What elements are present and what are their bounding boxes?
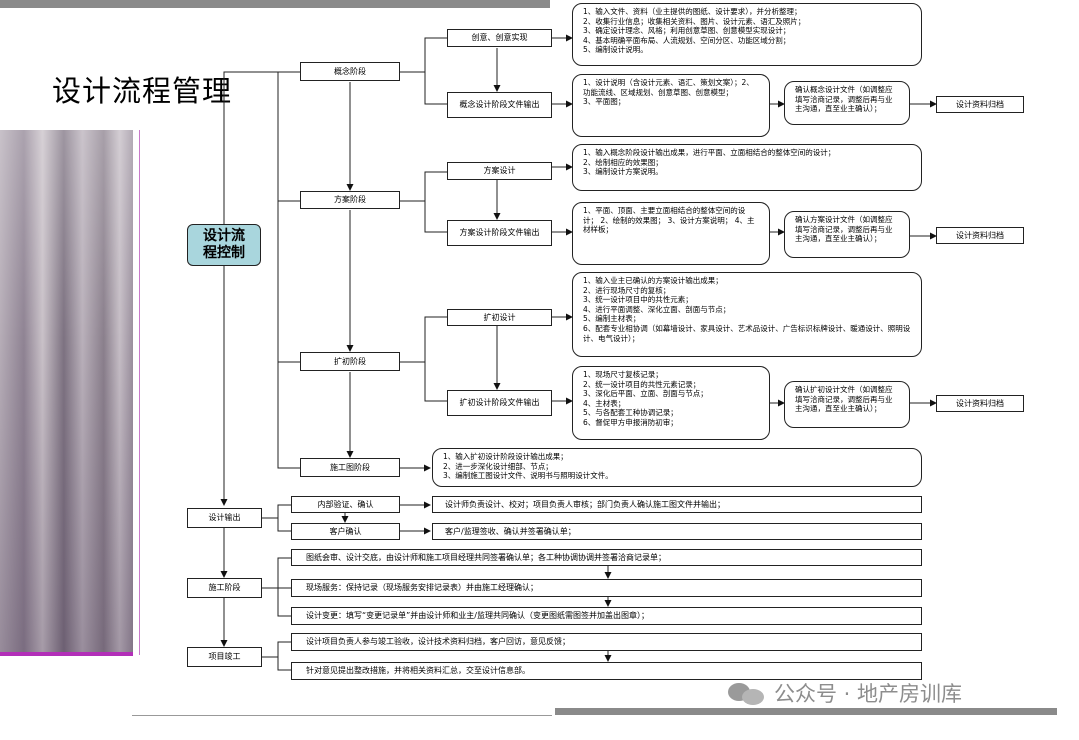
extended-archive-box: 设计资料归档 xyxy=(936,395,1024,412)
construction-item-1: 图纸会审、设计交底，由设计师和施工项目经理共同签署确认单；各工种协调协调并签署洽… xyxy=(291,549,922,566)
scheme-design-detail: 1、输入概念阶段设计输出成果，进行平面、立面相结合的整体空间的设计； 2、绘制相… xyxy=(572,144,922,191)
client-confirmation-step: 客户确认 xyxy=(291,523,400,540)
wechat-icon xyxy=(728,681,766,705)
purple-accent-bar xyxy=(0,652,133,656)
completion-item-2: 针对意见提出整改措施，并将相关资料汇总，交至设计信息部。 xyxy=(291,662,922,680)
stage-concept: 概念阶段 xyxy=(300,62,400,81)
internal-verification-detail: 设计师负责设计、校对；项目负责人审核；部门负责人确认施工图文件并输出； xyxy=(432,496,922,513)
construction-item-2: 现场服务：保持记录（现场服务安排记录表）并由施工经理确认； xyxy=(291,579,922,597)
top-gray-bar xyxy=(0,0,550,8)
scheme-design-step: 方案设计 xyxy=(447,162,552,180)
extended-design-step: 扩初设计 xyxy=(447,309,552,326)
accent-divider xyxy=(139,130,140,655)
stage-construction-drawings: 施工图阶段 xyxy=(300,458,400,477)
bottom-rule xyxy=(132,715,552,716)
extended-confirm-box: 确认扩初设计文件（如调整应填写洽商记录，调整后再与业主沟通，直至业主确认）； xyxy=(784,381,910,428)
completion-item-1: 设计项目负责人参与竣工验收，设计技术资料归档，客户回访，意见反馈； xyxy=(291,633,922,651)
construction-drawings-detail: 1、输入扩初设计阶段设计输出成果； 2、进一步深化设计细部、节点； 3、编制施工… xyxy=(432,448,922,487)
bottom-gray-bar xyxy=(555,708,1057,715)
stage-extended-preliminary: 扩初阶段 xyxy=(300,352,400,371)
extended-output-detail: 1、现场尺寸复核记录； 2、统一设计项目的共性元素记录； 3、深化后平面、立面、… xyxy=(572,366,770,440)
concept-creative-step: 创意、创意实现 xyxy=(447,29,552,47)
concept-output-detail: 1、设计说明（含设计元素、语汇、策划文案）；2、 功能流线、区域规划、创意草图、… xyxy=(572,74,770,137)
scheme-archive-box: 设计资料归档 xyxy=(936,227,1024,244)
extended-design-detail: 1、输入业主已确认的方案设计输出成果； 2、进行现场尺寸的复核； 3、统一设计项… xyxy=(572,272,922,357)
page-title: 设计流程管理 xyxy=(52,74,233,108)
concept-confirm-box: 确认概念设计文件（如调整应填写洽商记录，调整后再与业主沟通，直至业主确认）； xyxy=(784,81,910,125)
watermark: 公众号 · 地产房训库 xyxy=(728,678,962,708)
concept-creative-detail: 1、输入文件、资料（业主提供的图纸、设计要求），并分析整理； 2、收集行业信息；… xyxy=(572,3,922,66)
scheme-confirm-box: 确认方案设计文件（如调整应填写洽商记录，调整后再与业主沟通，直至业主确认）； xyxy=(784,211,910,258)
construction-item-3: 设计变更：填写“变更记录单”并由设计师和业主/监理共同确认（变更图纸需图签并加盖… xyxy=(291,607,922,625)
construction-stage-node: 施工阶段 xyxy=(187,578,262,598)
design-output-node: 设计输出 xyxy=(187,508,262,528)
scheme-output-detail: 1、平面、顶面、主要立面相结合的整体空间的设计； 2、绘制的效果图； 3、设计方… xyxy=(572,202,770,265)
design-process-control-node: 设计流 程控制 xyxy=(187,224,261,266)
curtain-photo xyxy=(0,130,133,655)
watermark-text: 公众号 · 地产房训库 xyxy=(774,682,963,706)
internal-verification-step: 内部验证、确认 xyxy=(291,496,400,513)
project-completion-node: 项目竣工 xyxy=(187,647,262,667)
concept-output-step: 概念设计阶段文件输出 xyxy=(447,92,552,118)
curtain-photo-shade xyxy=(0,130,133,655)
extended-output-step: 扩初设计阶段文件输出 xyxy=(447,390,552,416)
client-confirmation-detail: 客户/监理签收、确认并签署确认单； xyxy=(432,523,922,540)
stage-scheme: 方案阶段 xyxy=(300,191,400,209)
concept-archive-box: 设计资料归档 xyxy=(936,96,1024,113)
scheme-output-step: 方案设计阶段文件输出 xyxy=(447,220,552,246)
